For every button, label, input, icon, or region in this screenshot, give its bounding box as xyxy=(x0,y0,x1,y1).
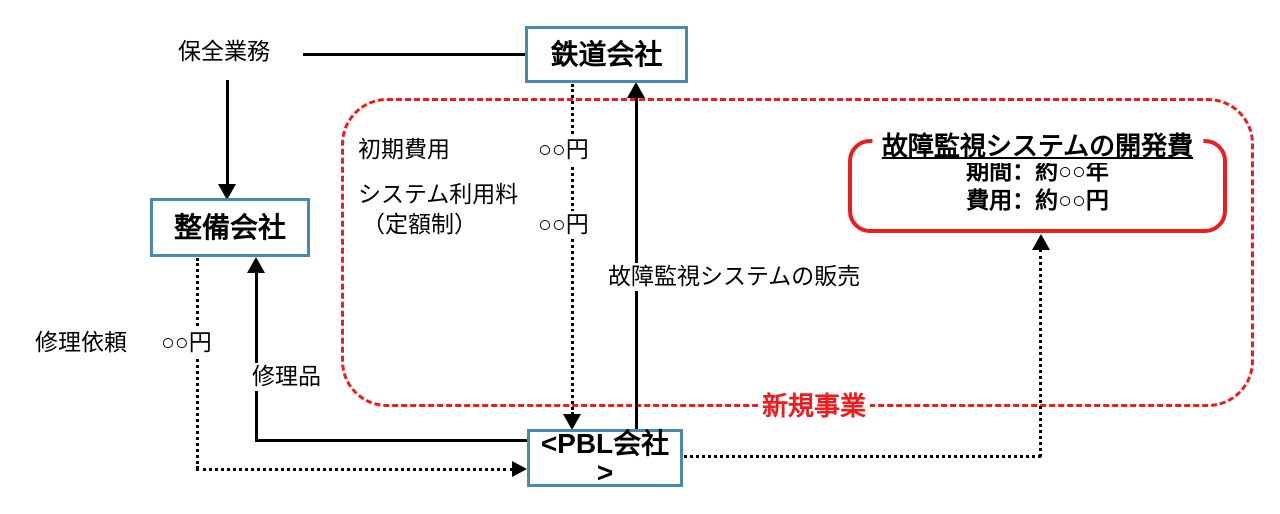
system-fee-sub-label: （定額制） xyxy=(362,211,477,237)
dev-cost-amount: 費用：約○○円 xyxy=(966,187,1109,214)
railway-company-label: 鉄道会社 xyxy=(550,38,663,70)
repair-request-label: 修理依頼 xyxy=(35,329,127,355)
arrowhead-into-devbox-bottom-icon xyxy=(1032,234,1050,250)
arrowhead-into-pbl-top-icon xyxy=(563,414,581,430)
arrowhead-into-railway-bottom-icon xyxy=(627,82,645,98)
dotted-line-dev-corner-to-devbox xyxy=(1039,249,1042,457)
initial-fee-label: 初期費用 xyxy=(358,136,450,162)
initial-fee-value: ○○円 xyxy=(534,136,593,164)
dotted-line-maintenance-down xyxy=(196,258,199,469)
system-fee-value: ○○円 xyxy=(534,211,593,239)
maintenance-company-box: 整備会社 xyxy=(150,198,310,257)
system-sales-label: 故障監視システムの販売 xyxy=(604,263,865,291)
line-pbl-to-repair-corner xyxy=(255,439,527,442)
pbl-company-label: <PBL会社> xyxy=(540,427,670,488)
repaired-goods-label: 修理品 xyxy=(248,363,325,391)
dev-cost-title: 故障監視システムの開発費 xyxy=(871,126,1204,163)
maintenance-company-label: 整備会社 xyxy=(173,211,286,243)
arrowhead-into-maintenance-bottom-icon xyxy=(247,257,265,273)
dev-cost-box: 故障監視システムの開発費 期間：約○○年 費用：約○○円 xyxy=(848,126,1227,233)
railway-company-box: 鉄道会社 xyxy=(525,26,688,83)
dotted-line-maintenance-to-pbl xyxy=(196,468,513,471)
repair-request-value: ○○円 xyxy=(157,329,216,357)
line-maintenance-work-to-railway xyxy=(303,53,525,56)
line-maintenance-work-to-maintenance-co xyxy=(226,80,229,186)
new-business-label: 新規事業 xyxy=(758,391,871,423)
arrowhead-into-pbl-left-icon xyxy=(512,461,527,477)
system-fee-label: システム利用料 xyxy=(358,181,519,207)
maintenance-work-label: 保全業務 xyxy=(178,38,270,64)
line-repair-corner-to-maintenance xyxy=(255,272,258,441)
dotted-line-pbl-to-dev-corner xyxy=(684,455,1041,458)
dotted-line-railway-to-pbl xyxy=(571,84,574,415)
pbl-company-box: <PBL会社> xyxy=(527,427,683,488)
arrowhead-into-maintenance-top-icon xyxy=(218,184,236,200)
